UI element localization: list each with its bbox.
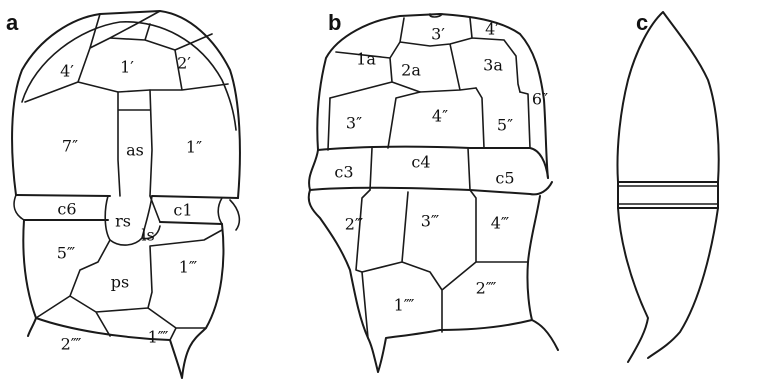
- plate-label: 4′: [485, 20, 499, 39]
- plate-label: 2a: [401, 61, 421, 80]
- plate-label: 5‴: [57, 244, 76, 263]
- panel-c-cingulum-inner: [618, 186, 718, 204]
- plate-label: 3a: [483, 56, 503, 75]
- panel-b: b 3′ 4′ 1a 2a 3a 6″ 3″ 4″ 5″ c3 c4 c5 2‴…: [309, 10, 558, 372]
- plate-label: 1″: [186, 138, 202, 157]
- plate-label: 1′: [120, 58, 134, 77]
- plate-label: 4‴: [491, 214, 510, 233]
- plate-label: as: [126, 141, 144, 160]
- plate-label: 2⁗: [476, 279, 497, 298]
- plate-label: 1‴: [179, 258, 198, 277]
- panel-b-letter: b: [328, 10, 341, 35]
- plate-label: 4′: [60, 62, 74, 81]
- panel-a-letter: a: [6, 10, 19, 35]
- plate-label: 3‴: [421, 212, 440, 231]
- panel-a-sutures-apical: [25, 11, 228, 102]
- plate-label: 3″: [346, 114, 362, 133]
- plate-label: 1⁗: [148, 328, 169, 347]
- plate-label: 4″: [432, 107, 448, 126]
- plate-label: 7″: [62, 137, 78, 156]
- plate-label: c6: [57, 200, 76, 219]
- plate-label: 1⁗: [394, 296, 415, 315]
- panel-a-cingulum-top: [16, 195, 238, 198]
- panel-c: c: [617, 10, 718, 362]
- plate-label: 5″: [497, 116, 513, 135]
- panel-b-cingulum-bottom: [310, 182, 552, 194]
- panel-c-outline: [617, 12, 718, 362]
- plate-label: c3: [334, 163, 353, 182]
- plate-label: 3′: [431, 25, 445, 44]
- panel-a-hypotheca-outline: [23, 220, 223, 378]
- plate-label: 2‴: [345, 215, 364, 234]
- plate-label: 2⁗: [61, 335, 82, 354]
- plate-label: c5: [495, 169, 514, 188]
- plate-label: c4: [411, 153, 430, 172]
- plate-label: 6″: [532, 90, 548, 109]
- plate-label: c1: [173, 201, 192, 220]
- plate-label: ps: [111, 273, 129, 292]
- plate-label: 2′: [177, 54, 191, 73]
- plate-label: 1a: [356, 50, 376, 69]
- panel-c-letter: c: [636, 10, 648, 35]
- panel-a: a 4′ 1′ 2′ 7″ as 1″ c6 rs ls c1 5‴ ps 1‴…: [6, 10, 240, 378]
- panel-b-sutures-hypothecal: [356, 190, 528, 338]
- plate-label: rs: [115, 212, 131, 231]
- plate-label: ls: [141, 226, 154, 245]
